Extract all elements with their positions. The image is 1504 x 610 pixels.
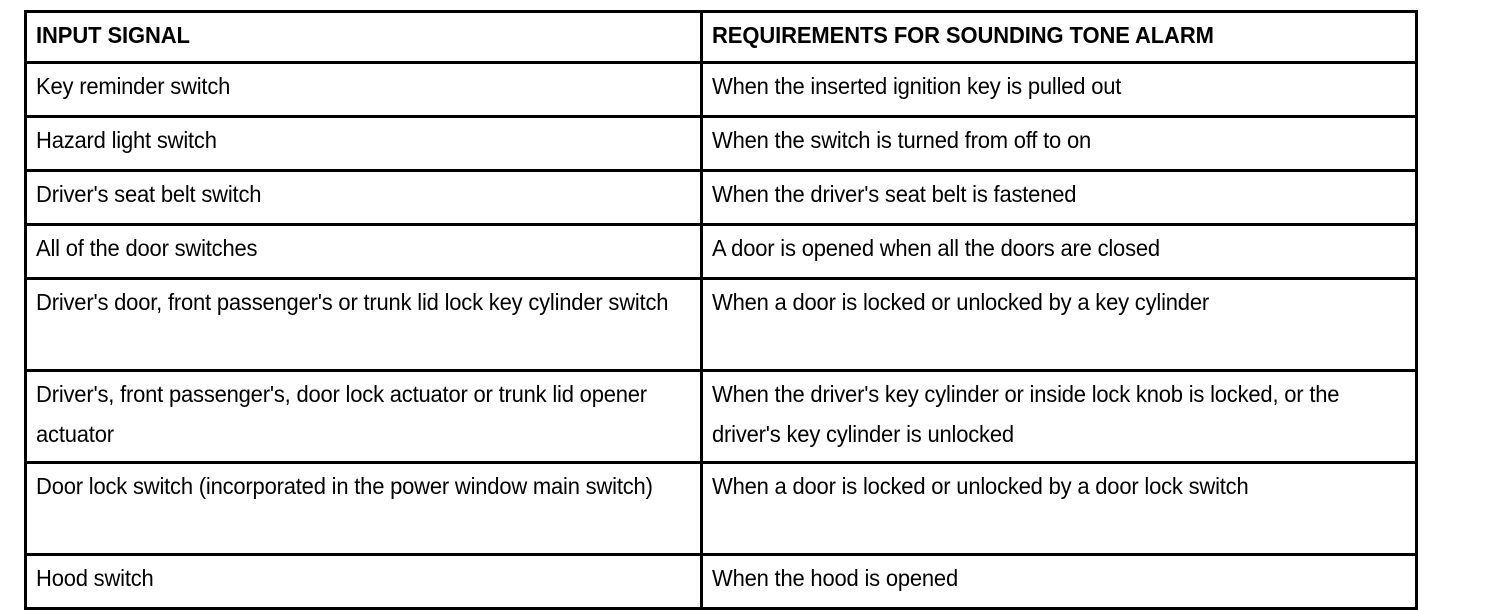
column-header-requirements: REQUIREMENTS FOR SOUNDING TONE ALARM [700,10,1386,64]
cell-input-signal: Key reminder switch [24,61,673,118]
cell-requirements: A door is opened when all the doors are … [700,223,1386,280]
cell-requirements-text: When a door is locked or unlocked by a d… [711,473,1249,499]
cell-requirements: When the driver's key cylinder or inside… [700,369,1386,464]
cell-input-signal: All of the door switches [24,223,673,280]
cell-input-signal-text: Driver's, front passenger's, door lock a… [35,381,647,447]
cell-requirements: When the hood is opened [700,553,1386,610]
cell-input-signal-text: All of the door switches [35,235,257,261]
cell-requirements: When the switch is turned from off to on [700,115,1386,172]
cell-input-signal: Driver's seat belt switch [24,169,673,226]
table-header-row: INPUT SIGNAL REQUIREMENTS FOR SOUNDING T… [24,10,1417,64]
table-body: Key reminder switch When the inserted ig… [24,61,1417,610]
cell-requirements-text: When the driver's seat belt is fastened [711,181,1076,207]
cell-requirements: When a door is locked or unlocked by a k… [700,277,1386,372]
cell-requirements: When the inserted ignition key is pulled… [700,61,1386,118]
cell-requirements-text: When the hood is opened [711,565,958,591]
table-row: Driver's, front passenger's, door lock a… [24,369,1417,464]
table-row: Driver's door, front passenger's or trun… [24,277,1417,372]
cell-input-signal: Driver's door, front passenger's or trun… [24,277,673,372]
cell-input-signal-text: Hood switch [35,565,154,591]
table-row: Hazard light switch When the switch is t… [24,115,1417,172]
cell-input-signal: Hood switch [24,553,673,610]
cell-requirements: When the driver's seat belt is fastened [700,169,1386,226]
table-row: Hood switch When the hood is opened [24,553,1417,610]
scanned-document-page: INPUT SIGNAL REQUIREMENTS FOR SOUNDING T… [24,10,1386,610]
table-row: Key reminder switch When the inserted ig… [24,61,1417,118]
cell-input-signal-text: Driver's seat belt switch [35,181,261,207]
cell-requirements: When a door is locked or unlocked by a d… [700,461,1386,556]
cell-input-signal-text: Key reminder switch [35,73,230,99]
column-header-requirements-label: REQUIREMENTS FOR SOUNDING TONE ALARM [711,22,1214,48]
cell-input-signal-text: Hazard light switch [35,127,217,153]
cell-input-signal: Door lock switch (incorporated in the po… [24,461,673,556]
table-row: Driver's seat belt switch When the drive… [24,169,1417,226]
table-row: Door lock switch (incorporated in the po… [24,461,1417,556]
cell-requirements-text: When a door is locked or unlocked by a k… [711,289,1209,315]
cell-input-signal: Hazard light switch [24,115,673,172]
cell-input-signal-text: Door lock switch (incorporated in the po… [35,473,653,499]
table-row: All of the door switches A door is opene… [24,223,1417,280]
column-header-input-signal-label: INPUT SIGNAL [35,22,190,48]
cell-requirements-text: When the switch is turned from off to on [711,127,1091,153]
table-header: INPUT SIGNAL REQUIREMENTS FOR SOUNDING T… [24,10,1417,64]
cell-input-signal: Driver's, front passenger's, door lock a… [24,369,673,464]
column-header-input-signal: INPUT SIGNAL [24,10,673,64]
cell-requirements-text: When the inserted ignition key is pulled… [711,73,1121,99]
cell-requirements-text: A door is opened when all the doors are … [711,235,1160,261]
input-signal-requirements-table: INPUT SIGNAL REQUIREMENTS FOR SOUNDING T… [24,10,1418,610]
cell-input-signal-text: Driver's door, front passenger's or trun… [35,289,668,315]
cell-requirements-text: When the driver's key cylinder or inside… [711,381,1339,447]
